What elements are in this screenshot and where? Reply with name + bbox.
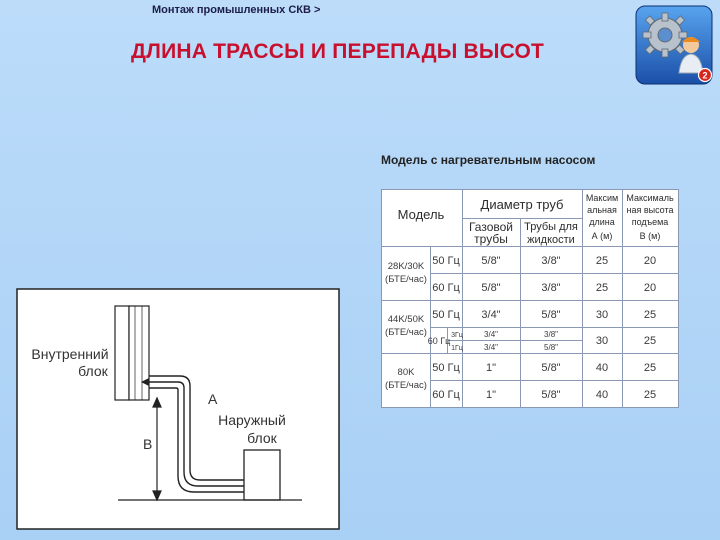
header-max-length-4: А (м): [592, 231, 613, 241]
indoor-label-2: блок: [78, 363, 109, 379]
badge-icon: [697, 67, 713, 83]
model-44k-line2: (БТЕ/час): [385, 327, 427, 338]
gas-cell: 3/4": [481, 309, 500, 321]
liquid-cell: 3/8": [544, 330, 558, 339]
freq-cell: 50 Гц: [432, 309, 460, 321]
liquid-cell: 5/8": [541, 362, 560, 374]
header-max-height-2: ная высота: [626, 205, 673, 215]
header-liquid-pipe-1: Трубы для: [524, 221, 578, 233]
length-cell: 40: [596, 389, 608, 401]
header-gas-pipe-2: трубы: [474, 232, 508, 246]
refrigerant-pipe: [149, 375, 244, 493]
freq-cell: 60 Гц: [432, 282, 460, 294]
installation-diagram: Внутренний блок Наружный блок A B: [16, 288, 340, 530]
height-cell: 25: [644, 335, 656, 347]
header-pipe-diameter: Диаметр труб: [481, 197, 564, 212]
indoor-label-1: Внутренний: [31, 346, 108, 362]
logo-badge: 2: [702, 71, 707, 81]
liquid-cell: 3/8": [541, 282, 560, 294]
spec-table: Модель Диаметр труб Газовой трубы Трубы …: [381, 189, 679, 408]
model-80k-line2: (БТЕ/час): [385, 380, 427, 391]
liquid-cell: 5/8": [544, 343, 558, 352]
model-28k-line1: 28K/30K: [388, 261, 425, 272]
length-cell: 30: [596, 335, 608, 347]
breadcrumb[interactable]: Монтаж промышленных СКВ >: [152, 4, 321, 16]
header-max-height-1: Максималь: [626, 193, 674, 203]
model-80k-line1: 80K: [398, 367, 416, 378]
header-max-length-3: длина: [589, 217, 615, 227]
height-cell: 25: [644, 309, 656, 321]
header-liquid-pipe-2: жидкости: [527, 234, 575, 246]
freq-cell: 60 Гц: [432, 389, 460, 401]
model-44k-line1: 44K/50K: [388, 314, 425, 325]
outdoor-label-2: блок: [247, 430, 278, 446]
outdoor-unit: [243, 449, 281, 501]
gas-cell: 3/4": [484, 343, 498, 352]
indoor-unit: [114, 305, 150, 401]
height-cell: 20: [644, 255, 656, 267]
dimension-b: [152, 396, 162, 502]
gas-cell: 5/8": [481, 255, 500, 267]
model-28k-line2: (БТЕ/час): [385, 274, 427, 285]
header-max-height-4: В (м): [640, 231, 661, 241]
gas-cell: 1": [486, 362, 496, 374]
sub-freq-cell: 1Гц: [451, 345, 463, 352]
height-cell: 25: [644, 362, 656, 374]
table-caption: Модель с нагревательным насосом: [381, 153, 596, 167]
header-max-length-2: альная: [587, 205, 617, 215]
label-a: A: [208, 391, 218, 407]
gas-cell: 1": [486, 389, 496, 401]
header-gas-pipe-1: Газовой: [469, 220, 513, 234]
header-max-length-1: Максим: [586, 193, 618, 203]
label-b: B: [143, 436, 152, 452]
gas-cell: 3/4": [484, 330, 498, 339]
arrow-left-icon: [141, 378, 149, 386]
sub-freq-cell: 3Гц: [451, 332, 463, 339]
length-cell: 40: [596, 362, 608, 374]
gear-worker-logo: 2: [635, 5, 713, 85]
freq-cell: 50 Гц: [432, 362, 460, 374]
header-max-height-3: подъема: [632, 217, 669, 227]
worker-icon: [678, 37, 704, 74]
gear-icon: [642, 12, 688, 58]
height-cell: 20: [644, 282, 656, 294]
liquid-cell: 5/8": [541, 309, 560, 321]
length-cell: 30: [596, 309, 608, 321]
freq-cell: 60 Гц: [428, 336, 451, 346]
gas-cell: 5/8": [481, 282, 500, 294]
page-title: ДЛИНА ТРАССЫ И ПЕРЕПАДЫ ВЫСОТ: [131, 40, 545, 63]
height-cell: 25: [644, 389, 656, 401]
liquid-cell: 3/8": [541, 255, 560, 267]
length-cell: 25: [596, 255, 608, 267]
liquid-cell: 5/8": [541, 389, 560, 401]
header-model: Модель: [398, 207, 445, 222]
length-cell: 25: [596, 282, 608, 294]
freq-cell: 50 Гц: [432, 255, 460, 267]
outdoor-label-1: Наружный: [218, 412, 286, 428]
